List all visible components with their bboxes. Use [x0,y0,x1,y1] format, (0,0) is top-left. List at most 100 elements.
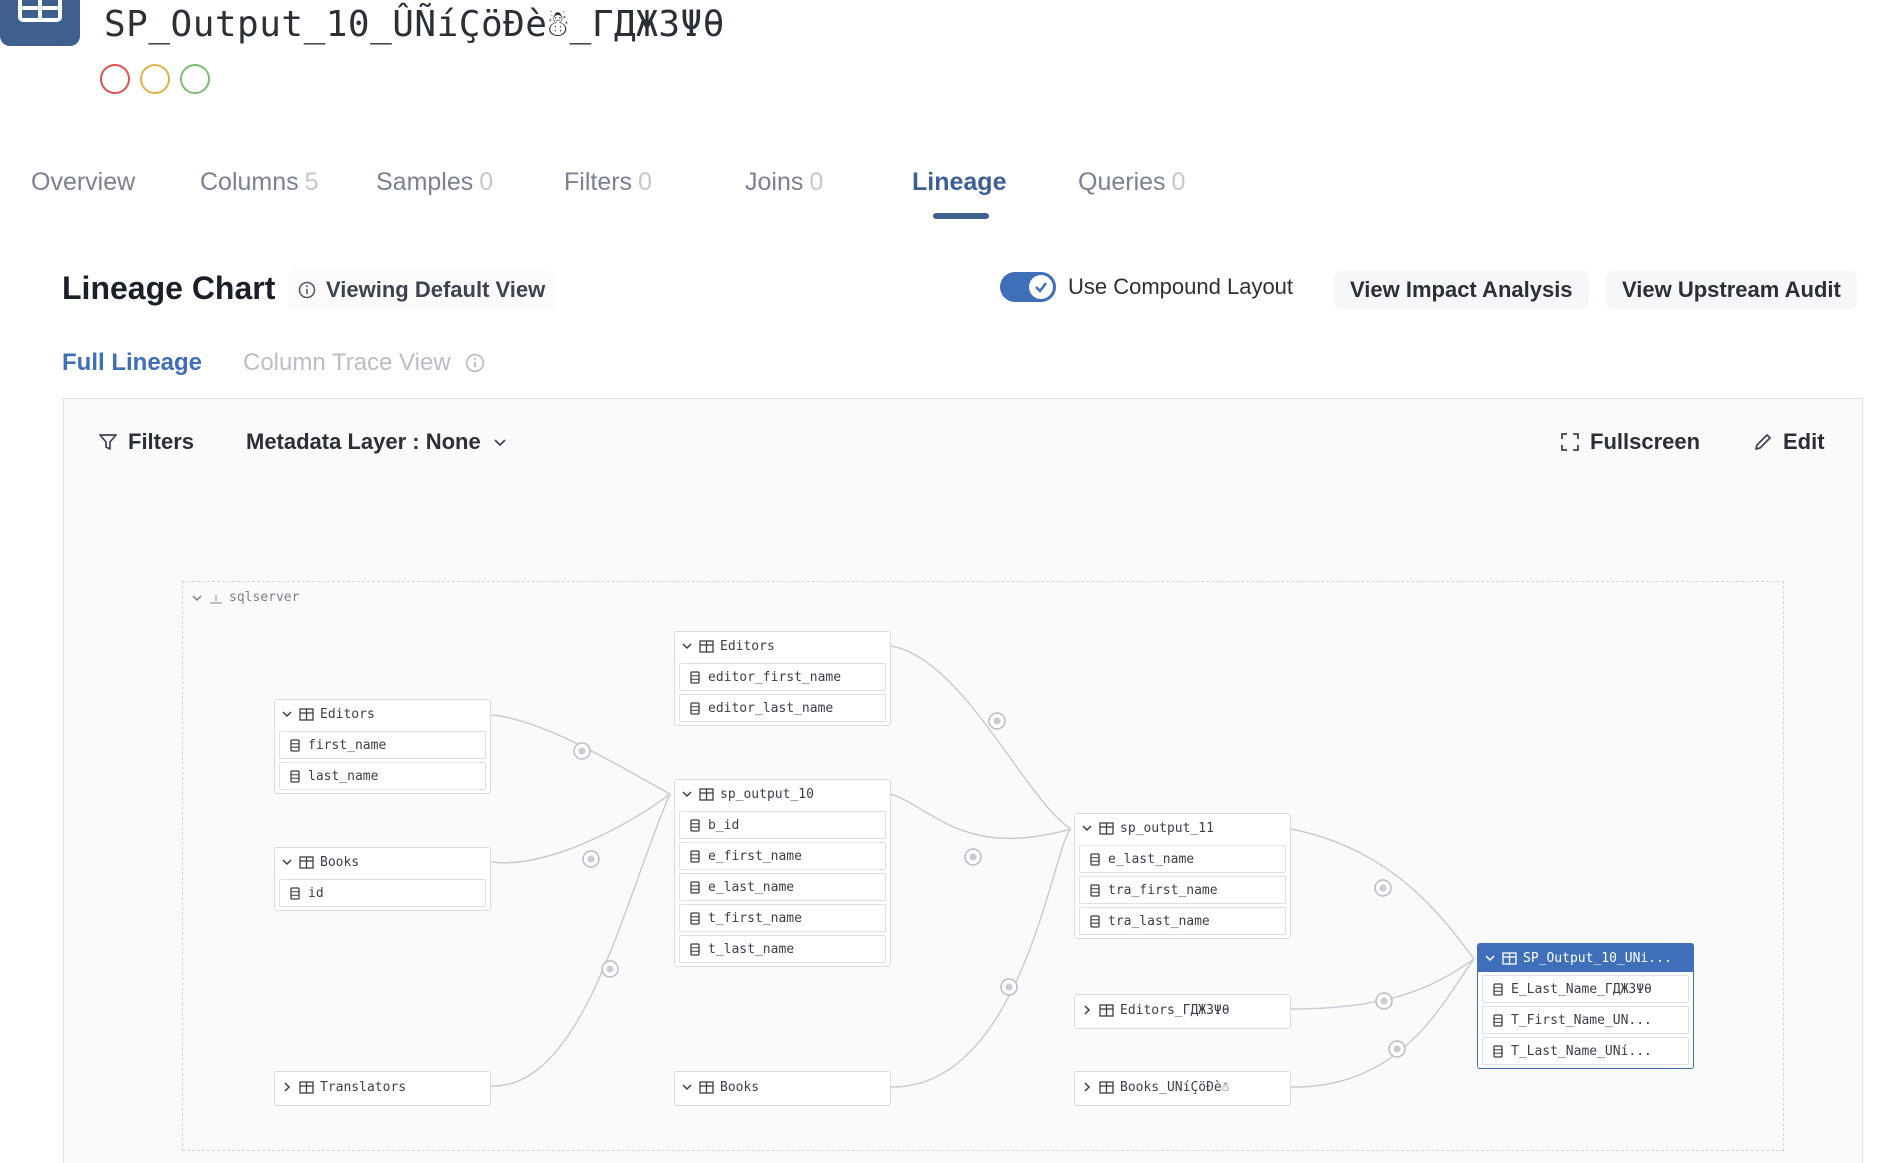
node-header[interactable]: sp_output_10 [675,780,890,808]
group-header[interactable]: sqlserver [191,590,299,605]
column-row[interactable]: tra_last_name [1079,907,1286,935]
column-row[interactable]: b_id [679,811,886,839]
viewing-default-view[interactable]: Viewing Default View [288,270,556,310]
active-tab-indicator [933,213,989,219]
edge-handle[interactable] [1388,1040,1406,1058]
node-header[interactable]: Editors [675,632,890,660]
edge-sp-output-11-to-target [1290,828,1475,960]
column-row[interactable]: T_First_Name_ÛÑ... [1482,1006,1689,1034]
fullscreen-button[interactable]: Fullscreen [1560,429,1700,455]
edge-handle[interactable] [964,848,982,866]
tab-lineage[interactable]: Lineage [912,168,1007,196]
node-books-mid[interactable]: Books [674,1071,891,1106]
status-dot-yellow [140,64,170,94]
node-header[interactable]: SP_Output_10_ÛÑi... [1478,944,1693,972]
compound-layout-toggle[interactable] [1000,272,1056,302]
node-editors-unicode[interactable]: Editors_ГДЖ3Ψθ [1074,994,1291,1029]
table-icon [1099,821,1114,835]
column-row[interactable]: e_first_name [679,842,886,870]
edge-handle[interactable] [601,960,619,978]
chevron-right-icon [284,1082,291,1092]
column-icon [290,738,300,752]
node-books-unicode[interactable]: Books_ÛÑíÇöĐè☃ [1074,1071,1291,1106]
chevron-down-icon [682,791,692,798]
node-header[interactable]: Books_ÛÑíÇöĐè☃ [1075,1072,1290,1102]
column-row[interactable]: e_last_name [1079,845,1286,873]
column-icon [1493,982,1503,996]
metadata-layer-select[interactable]: Metadata Layer : None [246,429,509,455]
edge-handle[interactable] [1375,992,1393,1010]
check-icon [1035,282,1047,293]
edge-handle[interactable] [988,712,1006,730]
node-translators[interactable]: Translators [274,1071,491,1106]
column-row[interactable]: T_Last_Name_ÛÑí... [1482,1037,1689,1065]
table-grid-icon [18,0,62,22]
node-books-source[interactable]: Books id [274,847,491,911]
pencil-icon [1755,434,1771,450]
node-editors-mid[interactable]: Editors editor_first_name editor_last_na… [674,631,891,726]
column-row[interactable]: tra_first_name [1079,876,1286,904]
edge-books-to-sp-output-10 [490,793,671,864]
table-icon [1502,951,1517,965]
column-row[interactable]: e_last_name [679,873,886,901]
table-icon [699,639,714,653]
compound-layout-label: Use Compound Layout [1068,274,1294,299]
chevron-down-icon [282,859,292,866]
node-header[interactable]: Books [675,1072,890,1102]
column-icon [290,886,300,900]
lineage-edges [490,645,1475,1088]
filters-button[interactable]: Filters [98,429,194,455]
table-icon [299,707,314,721]
chevron-right-icon [1084,1082,1091,1092]
column-row[interactable]: editor_first_name [679,663,886,691]
tab-overview[interactable]: Overview [31,168,136,196]
column-row[interactable]: t_last_name [679,935,886,963]
edge-handle[interactable] [573,742,591,760]
sqlserver-group: sqlserver [182,581,1784,1151]
subtab-column-trace-view[interactable]: Column Trace View [243,349,485,377]
column-icon [1090,883,1100,897]
column-icon [690,942,700,956]
node-editors-source[interactable]: Editors first_name last_name [274,699,491,794]
node-header[interactable]: Editors_ГДЖ3Ψθ [1075,995,1290,1025]
edit-button[interactable]: Edit [1753,429,1825,455]
column-icon [690,701,700,715]
column-row[interactable]: t_first_name [679,904,886,932]
table-icon [699,787,714,801]
column-row[interactable]: first_name [279,731,486,759]
edge-handle[interactable] [582,850,600,868]
column-icon [690,911,700,925]
edge-handle[interactable] [1374,879,1392,897]
subtab-full-lineage[interactable]: Full Lineage [62,349,203,376]
edge-handle[interactable] [1000,978,1018,996]
lineage-panel: Filters Metadata Layer : None Fullscreen… [63,398,1863,1163]
status-dot-red [100,64,130,94]
column-row[interactable]: E_Last_Name_ГДЖ3Ψθ [1482,975,1689,1003]
node-sp-output-11[interactable]: sp_output_11 e_last_name tra_first_name … [1074,813,1291,939]
chevron-down-icon [1082,825,1092,832]
view-impact-analysis-button[interactable]: View Impact Analysis [1334,270,1589,310]
node-header[interactable]: Editors [275,700,490,728]
chevron-down-icon [682,643,692,650]
column-row[interactable]: id [279,879,486,907]
edge-books-mid-to-sp-output-11 [890,828,1072,1088]
column-row[interactable]: last_name [279,762,486,790]
chevron-down-icon [1485,955,1495,962]
column-icon [1090,914,1100,928]
column-icon [1090,852,1100,866]
edge-editors-u-to-target [1290,958,1475,1010]
node-header[interactable]: Books [275,848,490,876]
column-icon [690,670,700,684]
view-upstream-audit-button[interactable]: View Upstream Audit [1606,270,1857,310]
node-header[interactable]: sp_output_11 [1075,814,1290,842]
node-header[interactable]: Translators [275,1072,490,1102]
column-row[interactable]: editor_last_name [679,694,886,722]
node-sp-output-10[interactable]: sp_output_10 b_id e_first_name e_last_na… [674,779,891,967]
node-sp-output-10-target[interactable]: SP_Output_10_ÛÑi... E_Last_Name_ГДЖ3Ψθ T… [1477,943,1694,1069]
